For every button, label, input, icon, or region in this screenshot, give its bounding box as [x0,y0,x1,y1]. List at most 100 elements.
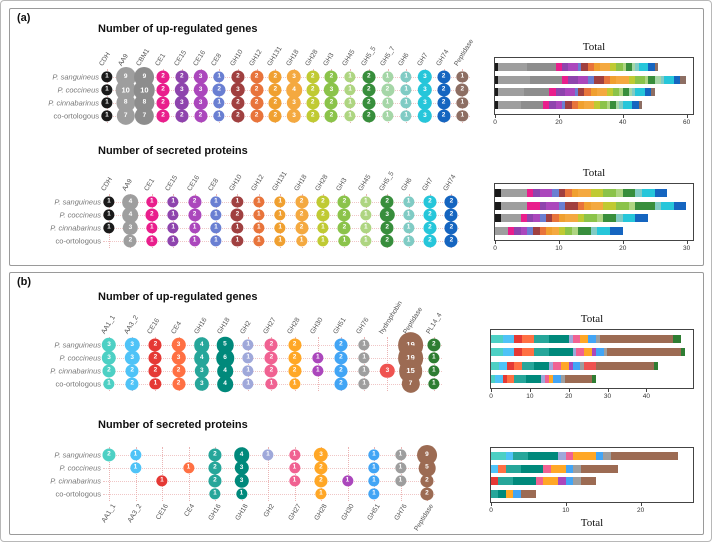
bubble-GH5_5: 3 [379,207,395,223]
total-bar-segment [491,374,495,383]
total-bar-segment [558,227,566,236]
column-label: AA9 [121,177,135,193]
column-guide [400,447,402,501]
column-label: GH5_7 [378,45,397,68]
bubble-GH28: 2 [288,364,302,378]
total-bar-segment [599,335,674,344]
bubble-GH7: 2 [423,208,437,222]
bubble-GH12: 1 [253,196,265,208]
total-bar-segment [513,452,529,461]
column-label: GH76 [355,316,371,336]
column-label: GH27 [287,503,303,522]
total-bar-segment [595,335,600,344]
bubble-CE16: 2 [188,195,202,209]
total-bar-segment [495,101,499,110]
total-bar-segment [673,335,682,344]
bubble-CE15: 2 [175,70,189,84]
total-bar-segment [577,62,582,71]
bubble-GH3: 2 [324,109,338,123]
total-bar-segment [520,464,544,473]
bubble-GH18: 4 [217,376,233,392]
total-bar-segment [619,88,623,97]
total-bar-segment [501,214,521,223]
bubble-GH5_7: 1 [381,110,394,122]
total-bar-segment [622,101,633,110]
total-bar-segment [505,464,521,473]
column-label: GH28 [313,503,329,522]
axis-tick [607,389,609,392]
bubble-AA1_1: 3 [101,350,117,366]
bubble-AA3_2: 3 [124,350,140,366]
bubble-GH12: 1 [253,209,265,221]
column-guide [135,447,137,501]
total-bar-segment [522,348,534,357]
total-bar-segment [635,62,639,71]
total-bar-segment [587,75,594,84]
total-bar-segment [607,348,682,357]
bubble-GH5_5: 2 [380,234,394,248]
bubble-GH10: 2 [231,70,245,84]
bubble-GH76: 1 [358,352,370,364]
bubble-GH3: 2 [324,70,338,84]
total-bar-segment [502,335,515,344]
bubble-GH5_5: 2 [362,96,376,110]
column-guide [107,69,108,123]
total-bar-segment [533,361,550,370]
bubble-GH5_5: 2 [362,70,376,84]
bubble-CE8: 2 [212,83,226,97]
bubble-GH28: 3 [313,447,329,463]
bubble-AA1_1: 1 [103,378,115,390]
total-bar-segment [560,361,569,370]
column-label: PL14_4 [425,311,444,336]
row-label: co-ortologous [55,379,101,389]
axis-tick-label: 20 [637,507,645,514]
bubble-GH76: 1 [358,365,370,377]
bubble-GH131: 2 [268,70,282,84]
bubble-GH6: 1 [400,110,412,122]
total-chart-title: Total [580,517,604,529]
total-bar-segment [495,188,502,197]
column-guide [365,194,367,248]
bubble-CE8: 1 [213,97,225,109]
total-bar-segment [580,361,585,370]
total-bar-segment [539,214,547,223]
total-bar-segment [577,214,585,223]
bubble-CE8: 1 [210,235,222,247]
column-label: CE16 [185,174,201,193]
column-label: CE1 [154,52,168,68]
bubble-CE15: 2 [175,109,189,123]
bubble-CE16: 1 [149,378,162,390]
bubble-GH27: 1 [288,475,301,487]
total-bar-segment [533,188,540,197]
bubble-GH12: 1 [253,222,265,234]
total-bar-segment [616,201,630,210]
bubble-GH51: 2 [334,351,348,365]
bubble-AA3_2: 1 [129,449,142,461]
bubble-GH51: 2 [334,377,348,391]
total-bar-segment [498,75,531,84]
bubble-GH7: 3 [417,69,433,85]
column-label: AA1_1 [100,314,117,336]
bubble-GH18: 3 [286,95,302,111]
bubble-GH131: 1 [274,209,286,221]
column-label: GH28 [303,48,320,68]
bubble-CDH: 1 [103,196,115,208]
total-bar-segment [526,188,534,197]
bubble-CE4: 3 [171,350,186,366]
total-bar-segment [522,361,534,370]
total-bar-segment [648,75,655,84]
total-bar-segment [495,227,508,236]
column-label: GH51 [332,316,348,336]
bubble-GH2: 1 [242,378,254,390]
total-bar-segment [558,214,566,223]
bubble-AA1_1: 3 [101,337,117,353]
column-guide [374,447,375,501]
column-label: CE4 [183,503,197,518]
bubble-GH28: 2 [288,351,302,365]
bubble-GH6: 1 [402,222,415,234]
bubble-GH5_7: 1 [381,71,394,83]
column-label: GH18 [285,48,301,68]
total-bar-segment [660,201,674,210]
total-bar-segment [498,489,506,498]
column-guide [294,447,296,501]
